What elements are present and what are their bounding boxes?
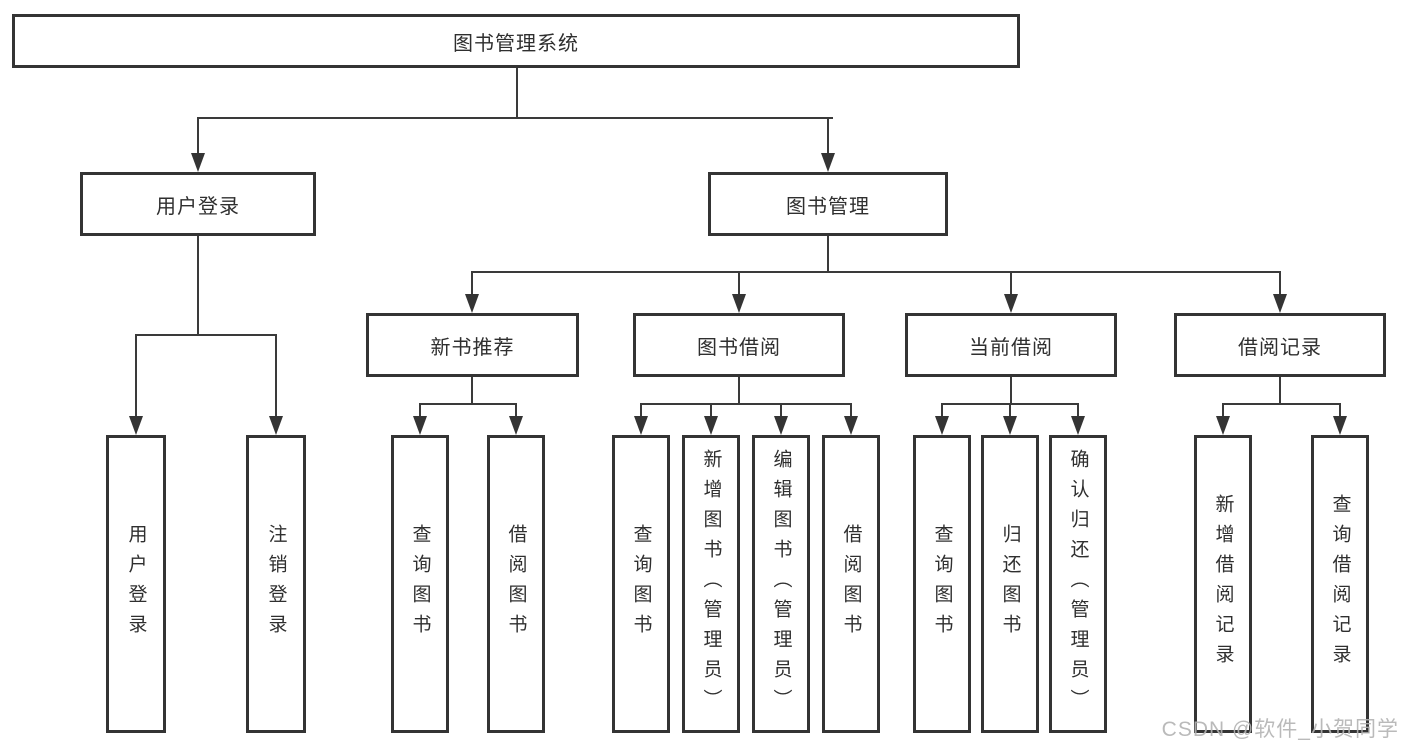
connector-drop: [135, 334, 137, 418]
leaf-add-borrow-record: 新增借阅记录: [1194, 435, 1252, 733]
connector-drop: [515, 403, 517, 419]
leaf-label: 归还图书: [999, 524, 1021, 644]
arrow-down-icon: [413, 416, 427, 435]
node-root: 图书管理系统: [12, 14, 1020, 68]
arrow-down-icon: [935, 416, 949, 435]
connector-level2-bus: [197, 117, 833, 119]
leaf-label: 借阅图书: [840, 524, 862, 644]
arrow-down-icon: [129, 416, 143, 435]
connector-drop: [1010, 271, 1012, 297]
node-manage: 图书管理: [708, 172, 948, 236]
connector-login-stem: [197, 236, 199, 335]
leaf-confirm-return-admin: 确认归还（管理员）: [1049, 435, 1107, 733]
connector-drop: [780, 403, 782, 419]
leaf-label: 借阅图书: [505, 524, 527, 644]
arrow-down-icon: [269, 416, 283, 435]
connector-level3-bus: [471, 271, 1281, 273]
connector-login-bus: [135, 334, 277, 336]
connector-drop: [710, 403, 712, 419]
connector-drop: [941, 403, 943, 419]
connector-drop-manage: [827, 117, 829, 155]
leaf-add-book-admin: 新增图书（管理员）: [682, 435, 740, 733]
arrow-down-icon: [844, 416, 858, 435]
connector-current-stem: [1010, 377, 1012, 405]
arrow-down-icon: [191, 153, 205, 172]
connector-records-bus: [1222, 403, 1341, 405]
leaf-label: 查询借阅记录: [1329, 494, 1351, 674]
csdn-watermark: CSDN @软件_小贺同学: [1161, 718, 1399, 741]
node-records-label: 借阅记录: [1238, 336, 1322, 359]
arrow-down-icon: [1216, 416, 1230, 435]
leaf-label: 确认归还（管理员）: [1067, 449, 1089, 719]
connector-drop: [850, 403, 852, 419]
node-login: 用户登录: [80, 172, 316, 236]
connector-drop: [471, 271, 473, 297]
leaf-borrow-books-recommend: 借阅图书: [487, 435, 545, 733]
leaf-user-login: 用户登录: [106, 435, 166, 733]
connector-drop: [1279, 271, 1281, 297]
node-borrow: 图书借阅: [633, 313, 845, 377]
connector-recommend-stem: [471, 377, 473, 405]
arrow-down-icon: [1004, 294, 1018, 313]
leaf-label: 用户登录: [125, 524, 147, 644]
connector-drop-login: [197, 117, 199, 155]
leaf-query-borrow-record: 查询借阅记录: [1311, 435, 1369, 733]
connector-drop: [1339, 403, 1341, 419]
node-current-label: 当前借阅: [969, 336, 1053, 359]
connector-drop: [419, 403, 421, 419]
connector-borrow-stem: [738, 377, 740, 405]
arrow-down-icon: [465, 294, 479, 313]
arrow-down-icon: [821, 153, 835, 172]
arrow-down-icon: [509, 416, 523, 435]
arrow-down-icon: [732, 294, 746, 313]
leaf-return-book: 归还图书: [981, 435, 1039, 733]
connector-recommend-bus: [419, 403, 517, 405]
connector-drop: [738, 271, 740, 297]
leaf-query-books-current: 查询图书: [913, 435, 971, 733]
node-borrow-label: 图书借阅: [697, 336, 781, 359]
connector-drop: [1077, 403, 1079, 419]
arrow-down-icon: [704, 416, 718, 435]
arrow-down-icon: [1071, 416, 1085, 435]
node-current: 当前借阅: [905, 313, 1117, 377]
node-recommend: 新书推荐: [366, 313, 579, 377]
node-recommend-label: 新书推荐: [430, 336, 515, 359]
leaf-query-books-borrow: 查询图书: [612, 435, 670, 733]
leaf-label: 编辑图书（管理员）: [770, 449, 792, 719]
leaf-label: 注销登录: [265, 524, 287, 644]
connector-drop: [1222, 403, 1224, 419]
arrow-down-icon: [1273, 294, 1287, 313]
connector-drop: [275, 334, 277, 418]
leaf-label: 新增图书（管理员）: [700, 449, 722, 719]
leaf-label: 查询图书: [630, 524, 652, 644]
arrow-down-icon: [634, 416, 648, 435]
node-records: 借阅记录: [1174, 313, 1386, 377]
leaf-edit-book-admin: 编辑图书（管理员）: [752, 435, 810, 733]
leaf-query-books-recommend: 查询图书: [391, 435, 449, 733]
leaf-borrow-books: 借阅图书: [822, 435, 880, 733]
node-manage-label: 图书管理: [786, 195, 870, 218]
connector-borrow-bus: [640, 403, 852, 405]
leaf-label: 新增借阅记录: [1212, 494, 1234, 674]
leaf-logout: 注销登录: [246, 435, 306, 733]
node-root-label: 图书管理系统: [453, 32, 579, 55]
connector-drop: [1009, 403, 1011, 419]
connector-manage-stem: [827, 236, 829, 272]
arrow-down-icon: [1333, 416, 1347, 435]
node-login-label: 用户登录: [156, 195, 240, 218]
connector-records-stem: [1279, 377, 1281, 405]
leaf-label: 查询图书: [931, 524, 953, 644]
connector-drop: [640, 403, 642, 419]
connector-root-stem: [516, 68, 518, 118]
arrow-down-icon: [774, 416, 788, 435]
arrow-down-icon: [1003, 416, 1017, 435]
leaf-label: 查询图书: [409, 524, 431, 644]
